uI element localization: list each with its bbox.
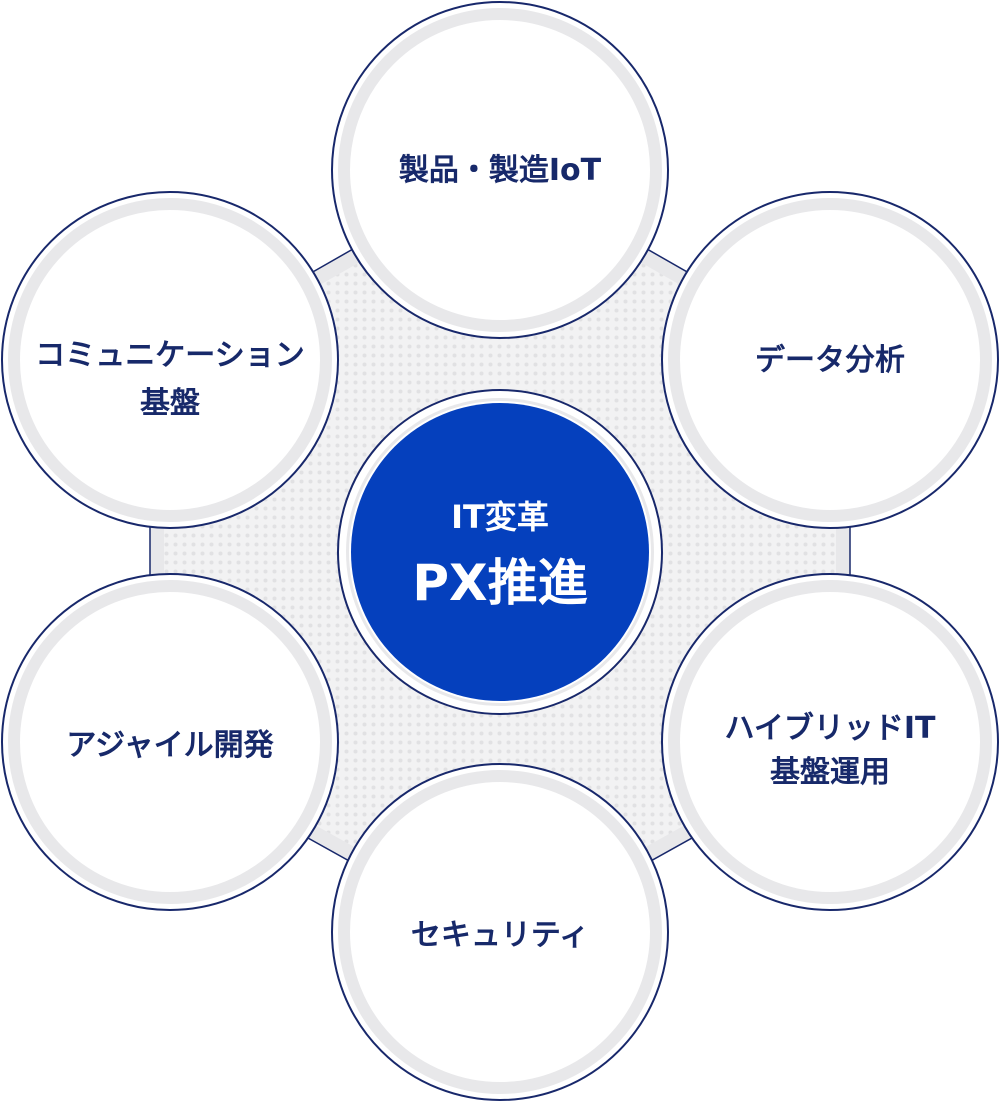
node-communication-label-line2: 基盤 [140,386,200,421]
node-security-label: セキュリティ [411,918,589,953]
center-title: PX推進 [412,554,587,612]
node-communication-label-line1: コミュニケーション [35,338,304,373]
node-data-analysis: データ分析 [661,191,999,529]
node-agile-label: アジャイル開発 [66,728,274,763]
node-iot-label: 製品・製造IoT [399,153,602,188]
node-hybrid-it-label-line1: ハイブリッドIT [724,711,936,746]
node-data-analysis-label: データ分析 [755,343,905,378]
node-iot: 製品・製造IoT [331,1,669,339]
node-agile: アジャイル開発 [1,573,339,911]
node-security: セキュリティ [331,763,669,1101]
center-subtitle: IT変革 [451,498,549,536]
node-hybrid-it: ハイブリッドIT 基盤運用 [661,573,999,911]
node-communication: コミュニケーション 基盤 [1,191,339,529]
center-node: IT変革 PX推進 [337,389,663,715]
node-hybrid-it-label-line2: 基盤運用 [770,755,890,790]
